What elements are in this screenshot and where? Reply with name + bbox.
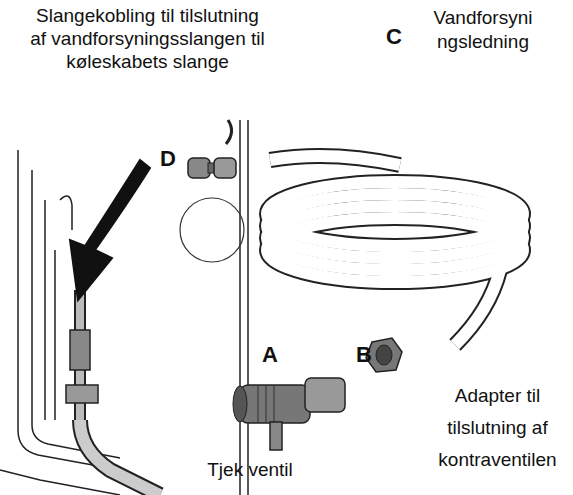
callout-letter: C [382, 24, 406, 50]
direction-arrow [70, 160, 150, 300]
callout-letter: D [156, 146, 180, 172]
o-ring [180, 198, 244, 262]
callout-letter: B [352, 342, 376, 368]
callout-letter: A [258, 342, 282, 368]
part-label: Adapter til tilslutning af kontraventile… [420, 380, 573, 476]
part-label: Vandforsyni ngsledning [418, 6, 548, 54]
water-supply-coil [267, 156, 523, 345]
part-label: Tjek ventil [195, 458, 305, 482]
hose-coupling [188, 158, 236, 178]
fridge-hose [66, 290, 160, 495]
part-label: Slangekobling til tilslutning af vandfor… [30, 4, 265, 73]
hose-end [226, 120, 232, 144]
fridge-panel [0, 120, 248, 495]
check-valve [233, 378, 345, 450]
